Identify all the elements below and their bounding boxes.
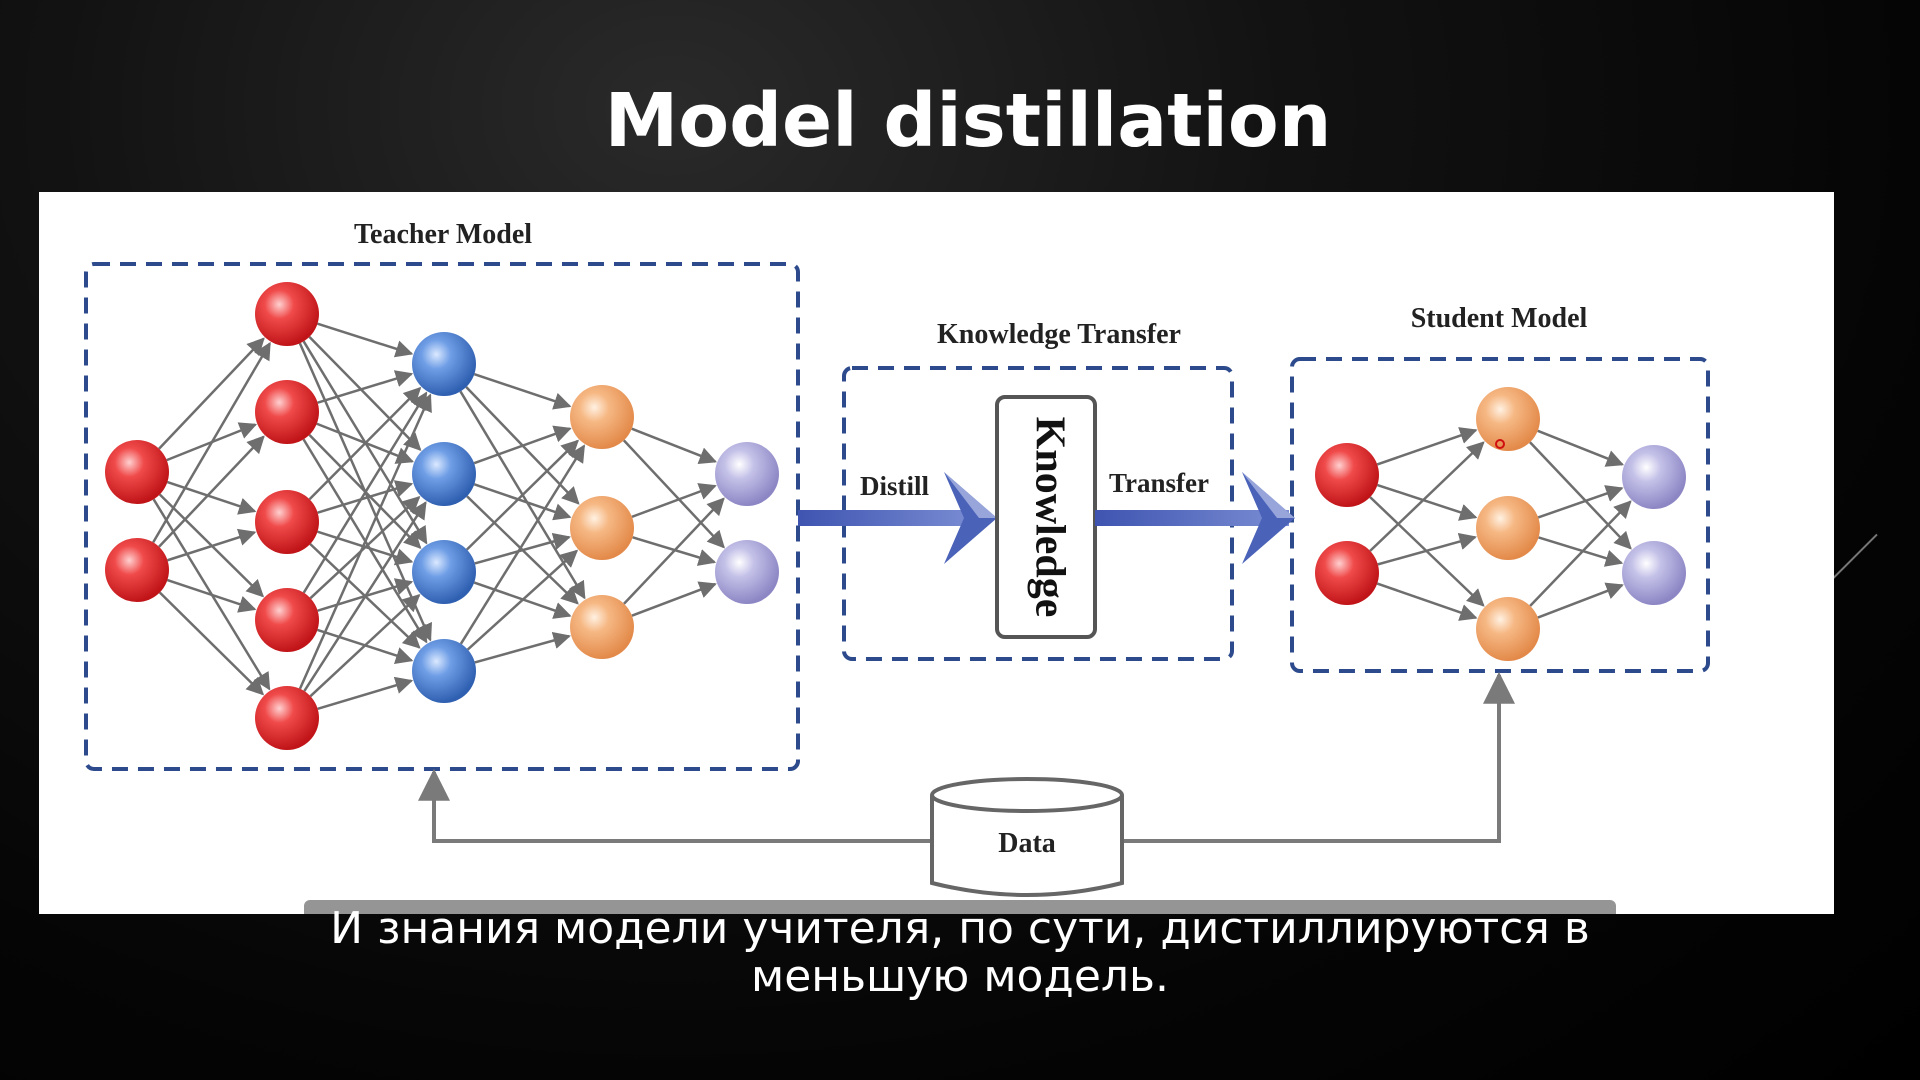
- student-node-layer-3: [1622, 445, 1686, 509]
- distill-arrow: [798, 472, 997, 564]
- teacher-edge: [473, 372, 572, 410]
- teacher-model-box: [84, 262, 800, 771]
- student-node-layer-2: [1476, 597, 1540, 661]
- transfer-label: Transfer: [1109, 468, 1209, 498]
- teacher-edge: [166, 480, 257, 515]
- subtitle-caption: И знания модели учителя, по сути, дистил…: [0, 905, 1920, 1001]
- student-model-label: Student Model: [1411, 303, 1588, 334]
- teacher-edge: [473, 483, 572, 521]
- transfer-arrow: [1095, 472, 1295, 564]
- teacher-edge: [623, 497, 725, 605]
- teacher-node-layer-2: [255, 282, 319, 346]
- student-node-layer-3: [1622, 541, 1686, 605]
- distillation-diagram: Teacher Model Knowledge Transfer Student…: [84, 219, 1710, 897]
- teacher-node-layer-3: [412, 442, 476, 506]
- teacher-edge: [298, 393, 432, 690]
- teacher-node-layer-2: [255, 490, 319, 554]
- student-edge: [1376, 582, 1478, 621]
- student-edge: [1529, 441, 1632, 550]
- student-edge: [1529, 500, 1632, 607]
- student-edge: [1369, 441, 1485, 552]
- student-node-layer-1: [1315, 541, 1379, 605]
- teacher-edge: [152, 341, 271, 544]
- teacher-node-layer-5: [715, 540, 779, 604]
- teacher-edge: [473, 425, 572, 465]
- teacher-edge: [309, 495, 421, 600]
- slide-title: Model distillation: [604, 78, 1332, 164]
- knowledge-transfer-label: Knowledge Transfer: [937, 319, 1181, 350]
- subtitle-background: [304, 900, 1616, 914]
- teacher-edge: [158, 591, 265, 696]
- student-node-layer-2: [1476, 387, 1540, 451]
- teacher-node-layer-2: [255, 686, 319, 750]
- student-edge: [1377, 532, 1477, 566]
- teacher-edge: [317, 370, 414, 404]
- teacher-edge: [317, 480, 414, 514]
- teacher-node-layer-3: [412, 639, 476, 703]
- teacher-edge: [308, 335, 422, 451]
- teacher-node-layer-2: [255, 588, 319, 652]
- cursor-mark: [1495, 439, 1505, 449]
- teacher-edge: [459, 444, 586, 645]
- data-to-teacher-line: [418, 768, 932, 843]
- distillation-figure: Teacher Model Knowledge Transfer Student…: [39, 192, 1834, 914]
- teacher-edge: [465, 439, 579, 551]
- network-edges: [152, 322, 1632, 711]
- teacher-node-layer-3: [412, 332, 476, 396]
- student-edge: [1377, 483, 1478, 521]
- data-label: Data: [998, 828, 1056, 859]
- teacher-edge: [631, 483, 717, 519]
- teacher-node-layer-3: [412, 540, 476, 604]
- knowledge-label: Knowledge: [1026, 417, 1072, 618]
- teacher-edge: [631, 581, 717, 617]
- teacher-edge: [158, 337, 265, 450]
- student-edge: [1376, 427, 1478, 466]
- teacher-node-layer-2: [255, 380, 319, 444]
- teacher-edge: [631, 427, 717, 464]
- teacher-edge: [308, 386, 422, 501]
- teacher-edge: [167, 528, 257, 562]
- teacher-node-layer-4: [570, 496, 634, 560]
- teacher-edge: [317, 676, 414, 711]
- subtitle-line-2: меньшую модель.: [751, 951, 1169, 1002]
- teacher-model-label: Teacher Model: [354, 219, 532, 250]
- data-cylinder: [930, 777, 1124, 897]
- subtitle-line-1: И знания модели учителя, по сути, дистил…: [330, 903, 1590, 954]
- data-to-student-line: [1122, 671, 1515, 843]
- student-edge: [1537, 429, 1625, 467]
- teacher-edge: [474, 532, 571, 565]
- teacher-edge: [317, 322, 414, 358]
- teacher-edge: [466, 549, 579, 651]
- distill-label: Distill: [860, 471, 930, 501]
- teacher-edge: [303, 501, 427, 692]
- network-nodes: [105, 282, 1686, 750]
- teacher-node-layer-1: [105, 538, 169, 602]
- student-edge: [1538, 536, 1624, 567]
- teacher-edge: [309, 593, 421, 698]
- student-node-layer-2: [1476, 496, 1540, 560]
- teacher-edge: [622, 439, 725, 549]
- teacher-edge: [158, 435, 265, 548]
- teacher-edge: [166, 578, 257, 613]
- teacher-node-layer-4: [570, 595, 634, 659]
- teacher-node-layer-4: [570, 385, 634, 449]
- student-edge: [1537, 582, 1624, 619]
- student-model-box: [1290, 357, 1710, 673]
- teacher-edge: [474, 631, 571, 664]
- teacher-node-layer-5: [715, 442, 779, 506]
- teacher-edge: [302, 391, 428, 594]
- student-node-layer-1: [1315, 443, 1379, 507]
- teacher-node-layer-1: [105, 440, 169, 504]
- student-edge: [1537, 485, 1624, 519]
